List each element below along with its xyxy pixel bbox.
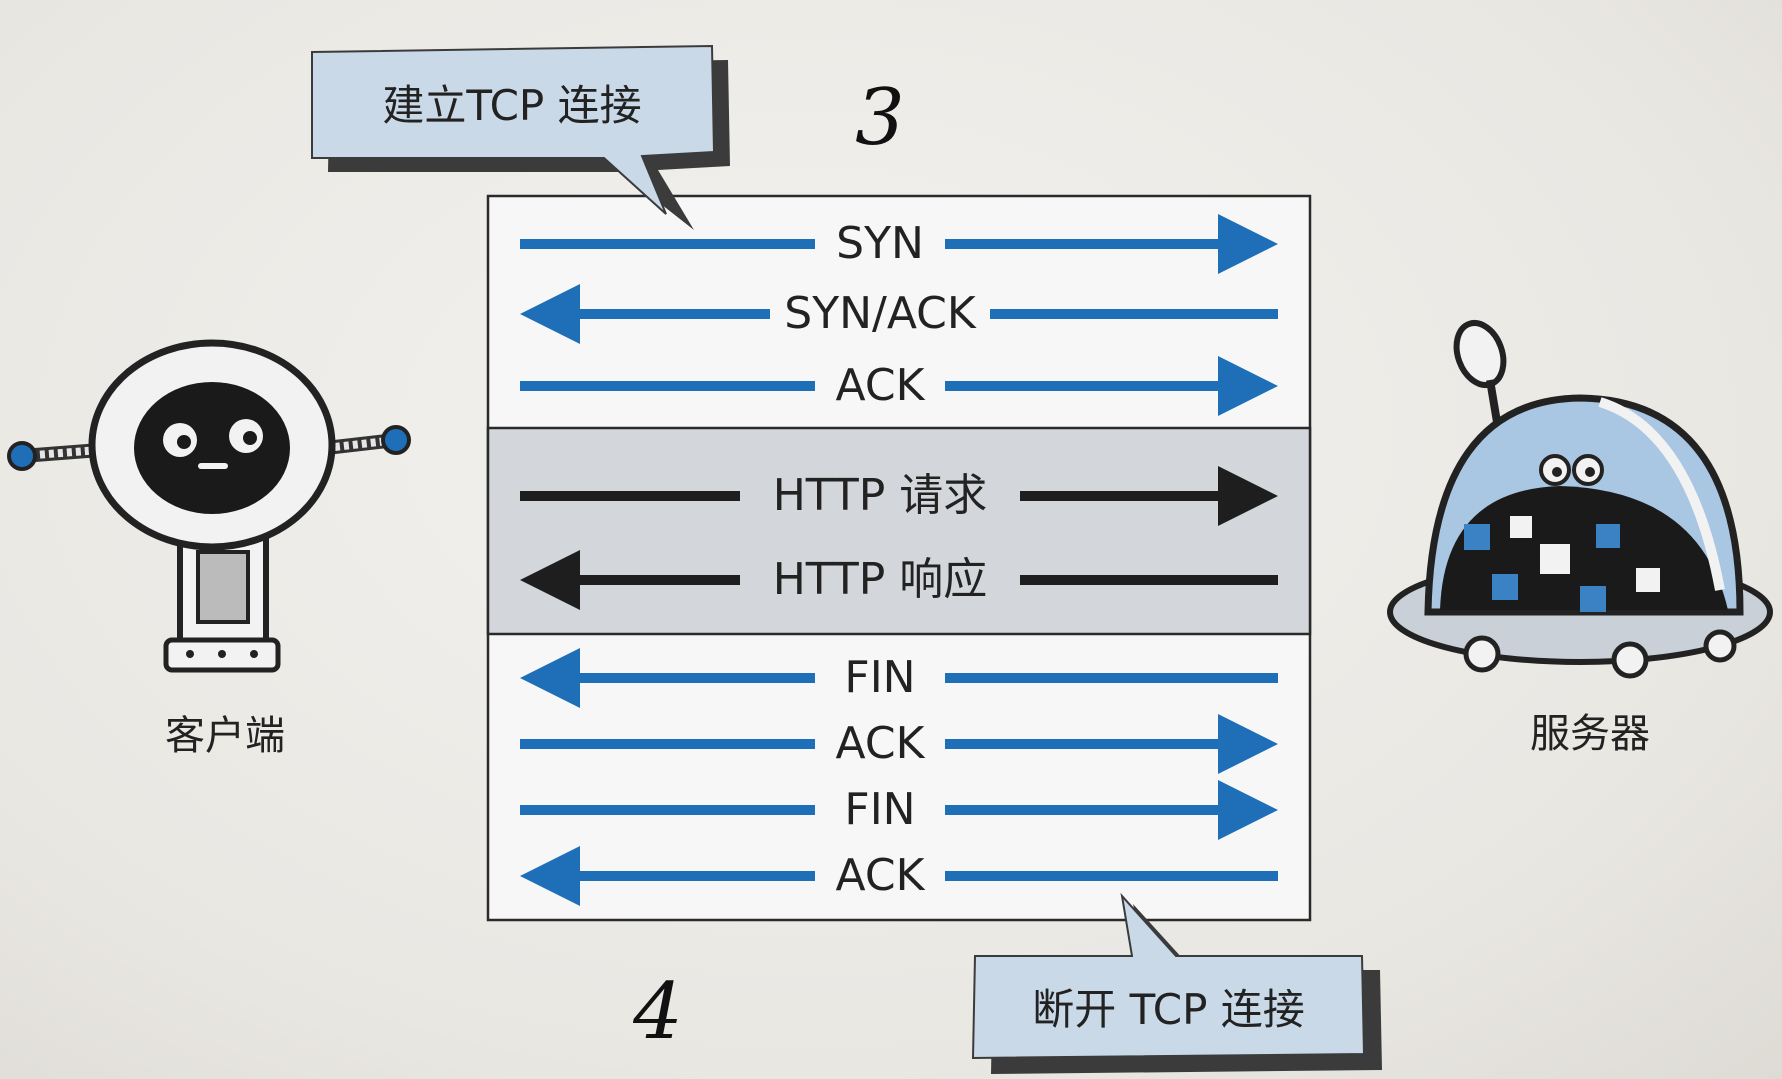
server-robot-illustration <box>1387 320 1773 679</box>
message-label-1: SYN/ACK <box>784 288 976 339</box>
http-band <box>486 426 1312 636</box>
client-robot-illustration <box>7 339 411 673</box>
close-callout-label: 断开 TCP 连接 <box>1032 984 1305 1034</box>
message-label-6: ACK <box>835 718 925 769</box>
establish-callout-shape <box>311 44 730 230</box>
message-label-7: FIN <box>844 784 916 835</box>
client-label: 客户端 <box>165 713 285 759</box>
message-label-2: ACK <box>835 360 925 411</box>
establish-callout-label: 建立TCP 连接 <box>382 80 642 130</box>
message-label-8: ACK <box>835 850 925 901</box>
close-callout-shape <box>971 892 1382 1074</box>
handwritten-number-bottom: 4 <box>633 967 683 1057</box>
message-label-0: SYN <box>836 218 924 269</box>
message-label-3: HTTP 请求 <box>772 470 988 521</box>
message-label-4: HTTP 响应 <box>772 554 988 605</box>
message-arrows <box>520 214 1278 906</box>
handwritten-number-top: 3 <box>855 73 905 163</box>
server-label: 服务器 <box>1530 711 1650 757</box>
message-label-5: FIN <box>844 652 916 703</box>
